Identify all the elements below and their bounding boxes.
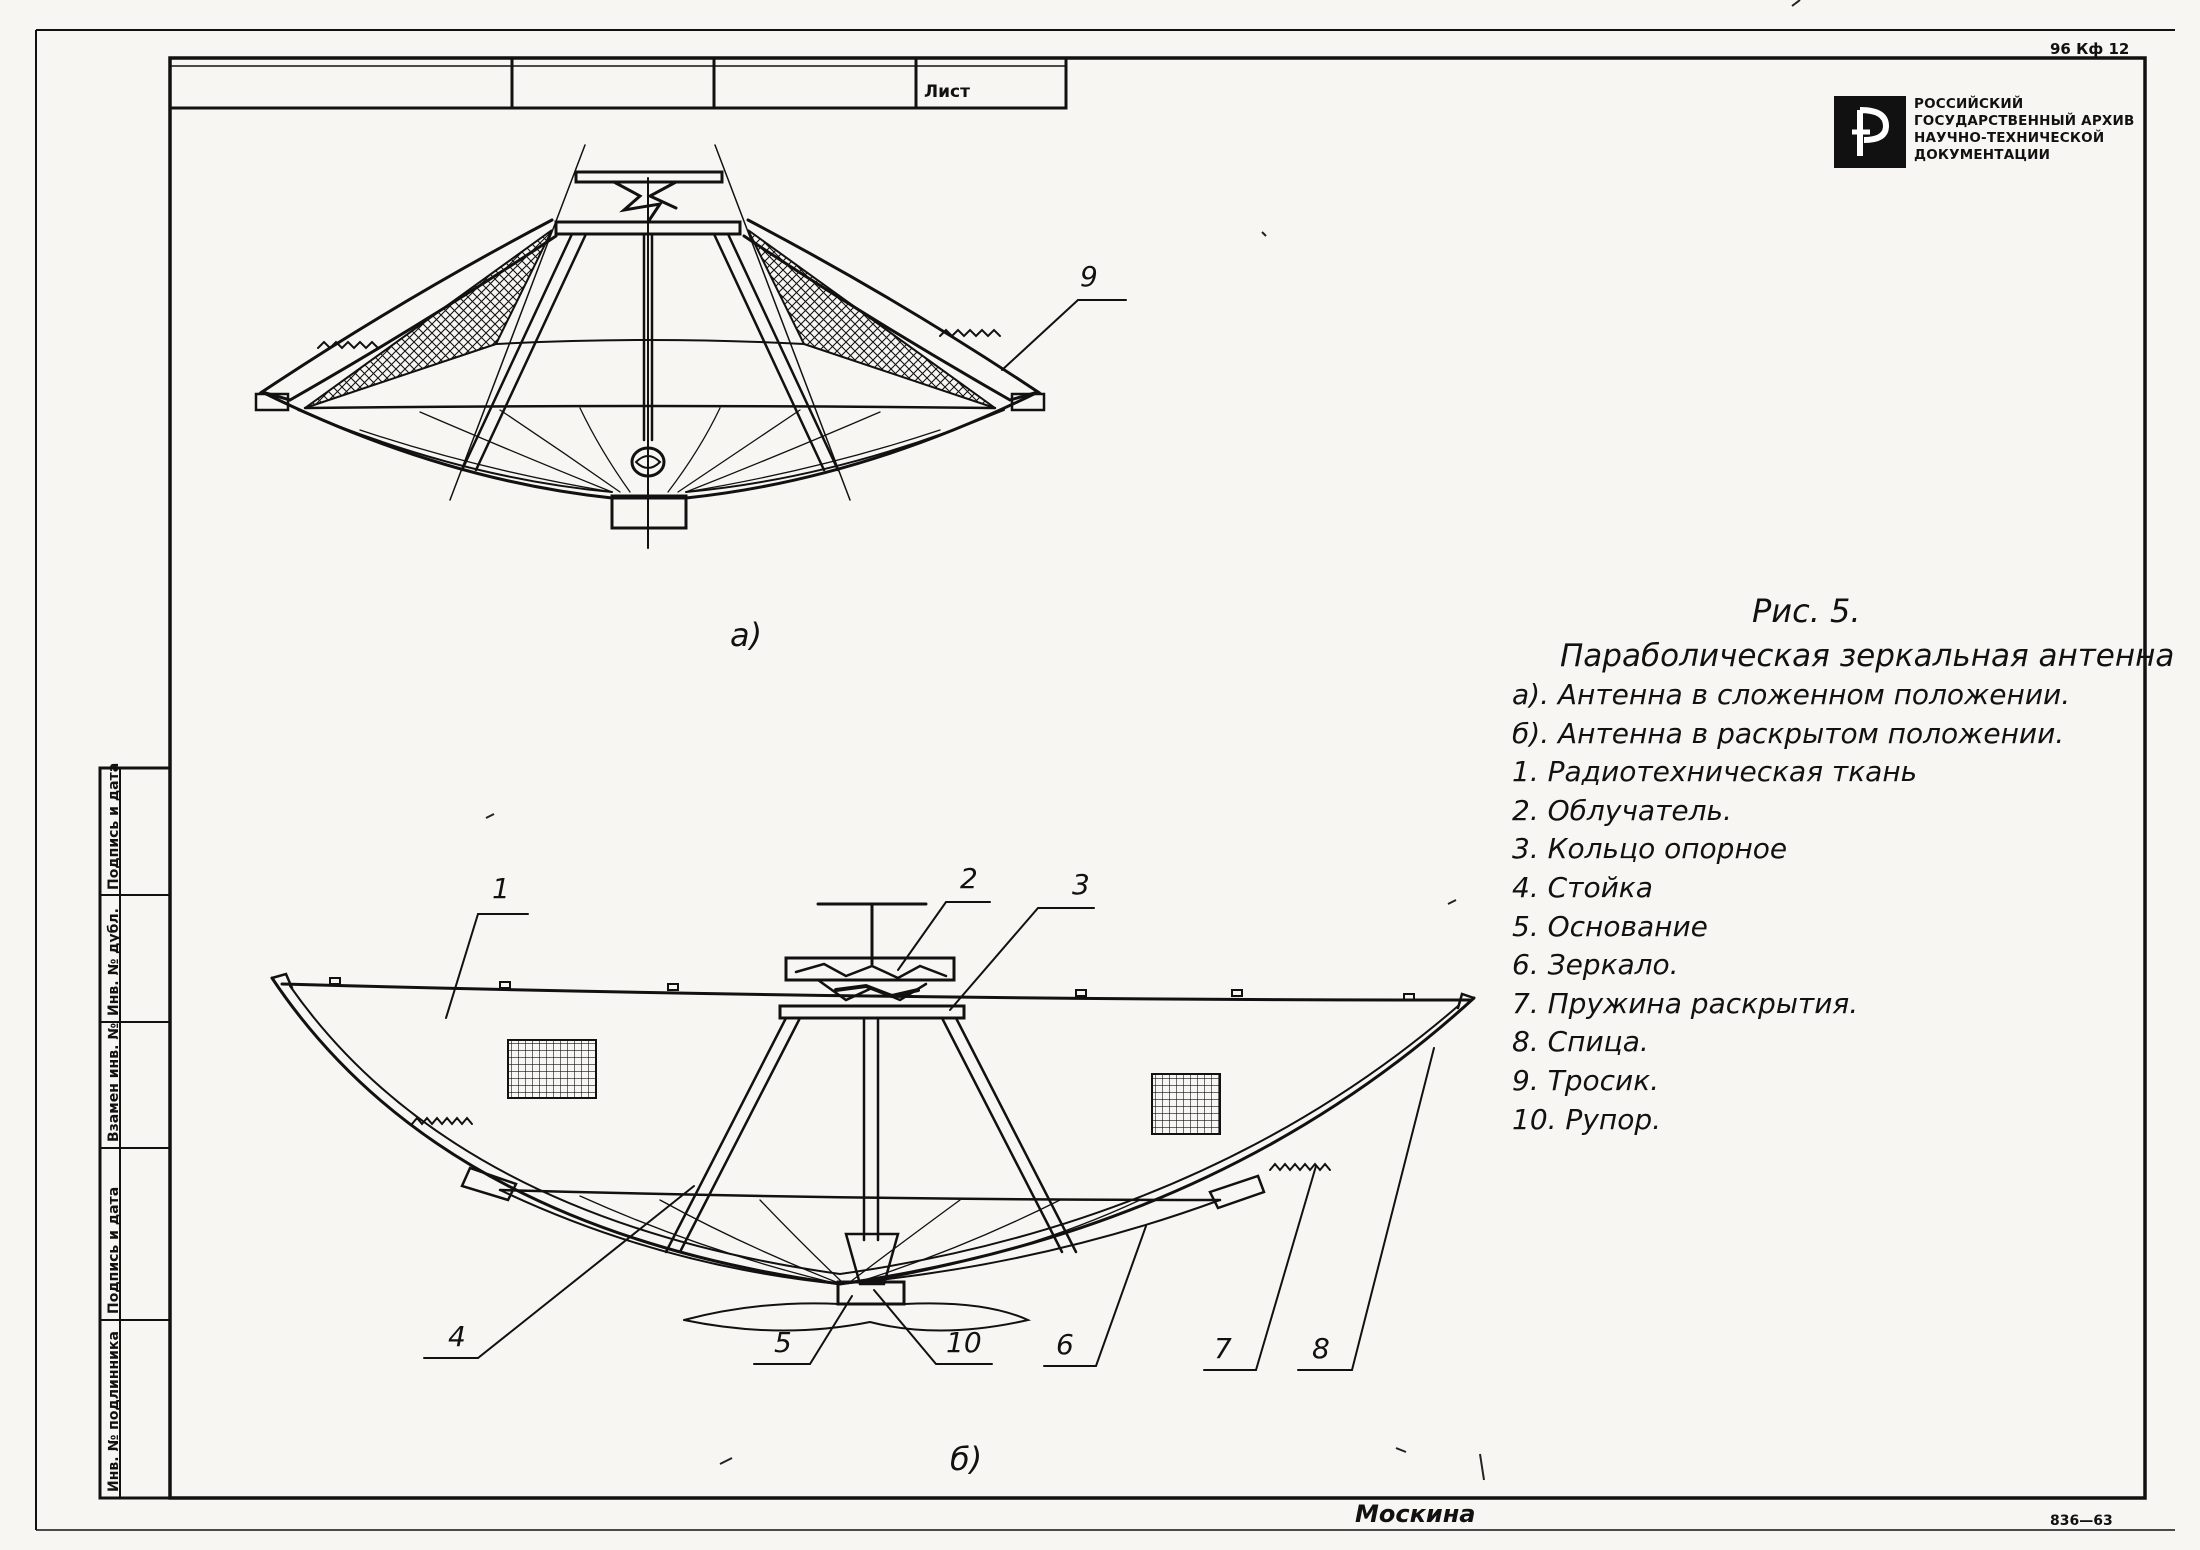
side-stamp-field: Взамен инв. № xyxy=(106,1022,122,1142)
dish-lower xyxy=(499,1189,1221,1286)
legend-item: б). Антенна в раскрытом положении. xyxy=(1512,716,2065,750)
figure-title: Рис. 5. xyxy=(1752,592,1861,630)
feed-assembly xyxy=(612,180,678,224)
horn xyxy=(844,1232,900,1286)
callout-8-leader xyxy=(1297,1047,1435,1371)
side-stamp-field: Подпись и дата xyxy=(106,762,122,890)
strut-right xyxy=(940,1016,1078,1254)
outer-rib-inner xyxy=(289,985,1459,1276)
legend-item: 7. Пружина раскрытия. xyxy=(1512,986,1859,1020)
archive-name: РОССИЙСКИЙ ГОСУДАРСТВЕННЫЙ АРХИВ НАУЧНО-… xyxy=(1914,96,2135,164)
callout-9-leader xyxy=(1001,299,1079,371)
center-rod xyxy=(862,1016,880,1242)
strut-left xyxy=(664,1016,802,1254)
spring-right xyxy=(939,328,1001,338)
callout-4-leader xyxy=(423,1185,695,1359)
dish-ribs xyxy=(579,1195,1141,1283)
figure-subtitle: Параболическая зеркальная антенна xyxy=(1560,638,2175,674)
callout-6-leader xyxy=(1043,1225,1147,1367)
archive-logo xyxy=(1834,96,1906,168)
callout-2-leader xyxy=(897,901,991,971)
rim-studs xyxy=(329,977,1415,1001)
strut-left-outer xyxy=(449,144,586,501)
dish-ribs xyxy=(359,407,941,493)
archive-logo-icon xyxy=(1852,107,1890,156)
spring-left xyxy=(411,1116,473,1126)
fabric-grid-right xyxy=(1151,1073,1221,1135)
strut-left xyxy=(460,232,588,472)
base xyxy=(836,1280,906,1306)
dish-inner xyxy=(297,409,1005,493)
side-stamp-field: Инв. № дубл. xyxy=(106,908,122,1016)
signature: Москина xyxy=(1355,1500,1476,1528)
top-frame xyxy=(574,170,724,184)
feed-housing xyxy=(784,956,956,982)
fabric-grid-left xyxy=(507,1039,597,1099)
strut-right xyxy=(712,232,840,472)
archive-name-line: ДОКУМЕНТАЦИИ xyxy=(1914,147,2051,163)
callout-5-leader xyxy=(753,1295,853,1365)
archive-code: 96 Кф 12 xyxy=(2050,40,2130,58)
callout-7: 7 xyxy=(1214,1332,1232,1365)
hinge-left xyxy=(460,1166,518,1202)
side-stamp-field: Инв. № подлинника xyxy=(106,1331,122,1492)
hub-horn xyxy=(630,446,666,478)
folded-view-label: а) xyxy=(730,616,763,654)
fabric-top-edge xyxy=(495,339,805,345)
deployed-view-label: б) xyxy=(950,1440,983,1478)
callout-10: 10 xyxy=(946,1326,982,1359)
legend-item: 4. Стойка xyxy=(1512,870,1653,904)
callout-6: 6 xyxy=(1056,1328,1074,1361)
spring-right xyxy=(1269,1162,1331,1172)
callout-3-leader xyxy=(949,907,1095,1011)
side-stamp-field: Подпись и дата xyxy=(106,1186,122,1314)
fabric-lower-edge xyxy=(498,1188,1222,1202)
dish-outer xyxy=(260,390,1040,500)
legend-item: 5. Основание xyxy=(1512,909,1708,943)
archive-name-line: ГОСУДАРСТВЕННЫЙ АРХИВ xyxy=(1914,113,2135,129)
base-flange xyxy=(683,1302,1032,1332)
callout-8: 8 xyxy=(1312,1332,1330,1365)
deployed-antenna-view xyxy=(270,901,1476,1371)
legend-item: 1. Радиотехническая ткань xyxy=(1512,755,1918,789)
legend-item: 3. Кольцо опорное xyxy=(1512,832,1788,866)
hinge-left xyxy=(254,392,290,412)
callout-1-leader xyxy=(445,913,529,1019)
bottom-code: 836—63 xyxy=(2050,1513,2113,1529)
archive-name-line: РОССИЙСКИЙ xyxy=(1914,96,2024,112)
fabric-lower-edge xyxy=(303,404,997,410)
strut-right-outer xyxy=(714,144,851,501)
callout-2: 2 xyxy=(960,862,978,895)
sheet-frame xyxy=(35,29,2175,1531)
hinge-right xyxy=(1208,1174,1266,1210)
legend-item: 6. Зеркало. xyxy=(1512,948,1679,982)
legend-item: 2. Облучатель. xyxy=(1512,793,1732,827)
sheet-label: Лист xyxy=(924,82,970,102)
legend-item: 9. Тросик. xyxy=(1512,1063,1660,1097)
support-ring xyxy=(778,1004,966,1020)
outer-rib xyxy=(270,976,1476,1286)
callout-5: 5 xyxy=(774,1326,792,1359)
legend-item: 8. Спица. xyxy=(1512,1025,1649,1059)
callout-1: 1 xyxy=(492,872,510,905)
scan-marks xyxy=(485,0,1801,1481)
callout-3: 3 xyxy=(1072,868,1090,901)
legend: а). Антенна в сложенном положении. б). А… xyxy=(1512,676,2070,1139)
callout-7-leader xyxy=(1203,1165,1317,1371)
folded-antenna-view xyxy=(254,144,1127,549)
archive-name-line: НАУЧНО-ТЕХНИЧЕСКОЙ xyxy=(1914,130,2105,146)
legend-item: а). Антенна в сложенном положении. xyxy=(1512,678,2071,711)
callout-10-leader xyxy=(873,1289,993,1365)
callout-leaders xyxy=(423,901,1435,1371)
callout-4: 4 xyxy=(448,1320,466,1353)
callout-9: 9 xyxy=(1080,260,1098,293)
rim-line xyxy=(280,982,1472,1002)
legend-item: 10. Рупор. xyxy=(1512,1102,1661,1136)
center-rod xyxy=(642,232,654,442)
spring-left xyxy=(317,340,379,350)
hinge-right xyxy=(1010,392,1046,412)
base xyxy=(610,494,688,530)
